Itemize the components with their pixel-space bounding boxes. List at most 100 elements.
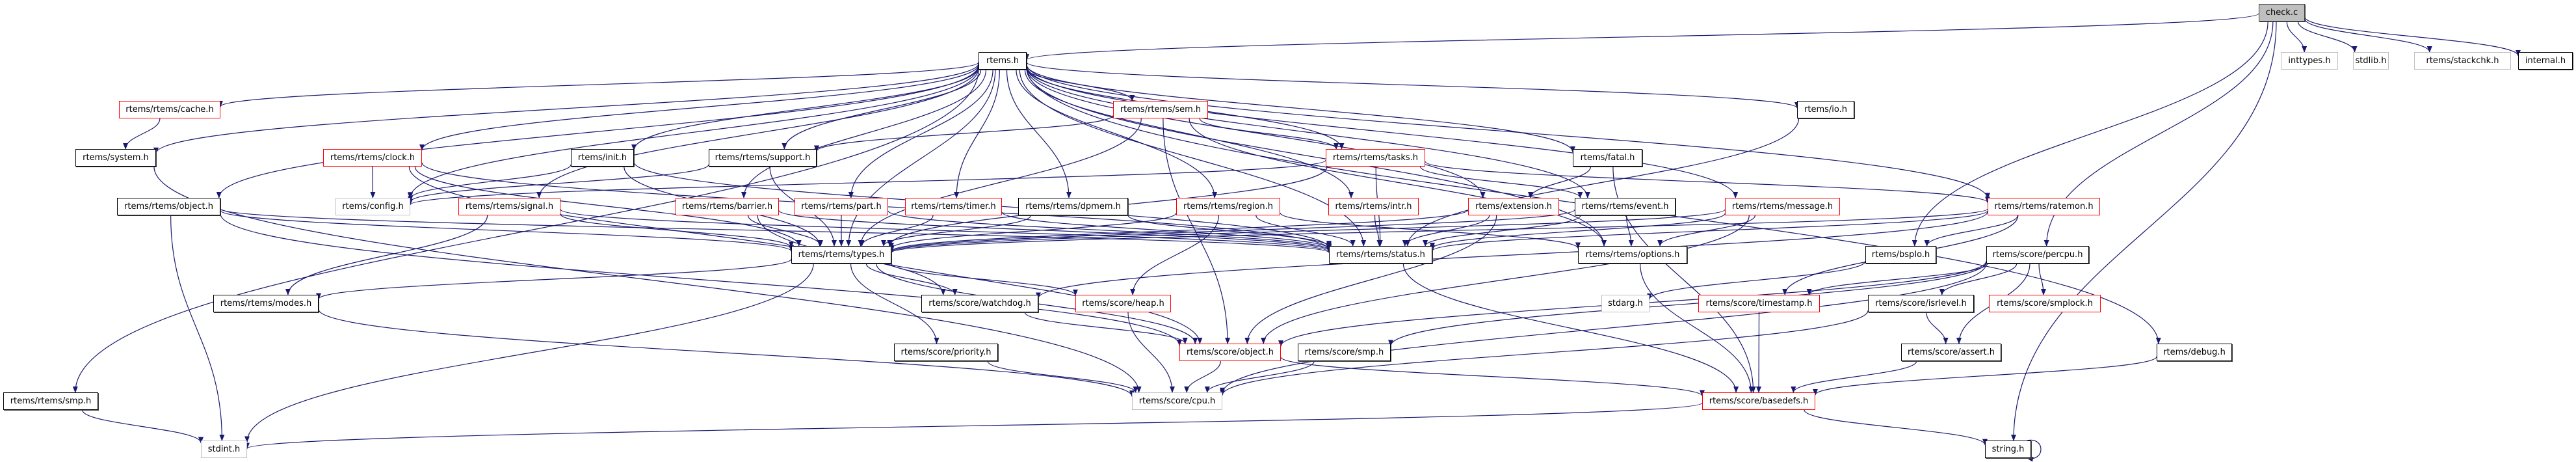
- edge-percpu-h-to-cpu-h: [1220, 263, 1987, 394]
- node-inttypes-h[interactable]: inttypes.h: [2281, 52, 2338, 70]
- node-label: rtems/rtems/part.h: [801, 202, 882, 211]
- node-check-c[interactable]: check.c: [2259, 4, 2305, 21]
- node-label: rtems/rtems/cache.h: [125, 105, 214, 115]
- node-assert-h[interactable]: rtems/score/assert.h: [1901, 344, 2001, 361]
- node-label: rtems/score/cpu.h: [1138, 396, 1216, 406]
- edge-signal-h-to-status-h: [560, 209, 1332, 253]
- edge-extension-h-to-types-h: [889, 209, 1469, 252]
- edge-io-h-to-status-h: [1404, 118, 1800, 247]
- node-label: rtems/score/percpu.h: [1992, 250, 2083, 260]
- node-debug-h[interactable]: rtems/debug.h: [2157, 344, 2232, 361]
- node-cache-h[interactable]: rtems/rtems/cache.h: [119, 101, 220, 118]
- edge-basedefs-h-to-string-h: [1804, 409, 1988, 446]
- node-label: rtems/score/object.h: [1187, 347, 1274, 357]
- node-status-h[interactable]: rtems/rtems/status.h: [1329, 246, 1432, 264]
- edge-timer-h-to-status-h: [1001, 211, 1332, 250]
- node-label: rtems/rtems/ratemon.h: [1994, 202, 2094, 211]
- node-stdarg-h[interactable]: stdarg.h: [1601, 295, 1649, 312]
- node-watchdog-h[interactable]: rtems/score/watchdog.h: [921, 295, 1038, 312]
- node-label: rtems/system.h: [83, 153, 149, 163]
- node-label: rtems/rtems/region.h: [1183, 202, 1273, 211]
- edge-init-h-to-config-h: [408, 164, 572, 200]
- node-part-h[interactable]: rtems/rtems/part.h: [795, 198, 888, 215]
- node-label: stdint.h: [207, 444, 241, 454]
- node-cpu-h[interactable]: rtems/score/cpu.h: [1132, 392, 1222, 410]
- node-barrier-h[interactable]: rtems/rtems/barrier.h: [676, 198, 779, 215]
- node-signal-h[interactable]: rtems/rtems/signal.h: [458, 198, 560, 215]
- edge-ratemon-h-to-bspio-h: [1924, 215, 2018, 247]
- edge-ratemon-h-to-status-h: [1430, 210, 1988, 252]
- node-region-h[interactable]: rtems/rtems/region.h: [1176, 198, 1280, 215]
- node-event-h[interactable]: rtems/rtems/event.h: [1575, 198, 1676, 215]
- node-label: rtems/rtems/event.h: [1581, 202, 1669, 211]
- node-support-h[interactable]: rtems/rtems/support.h: [709, 149, 817, 167]
- node-label: rtems/rtems/intr.h: [1335, 202, 1412, 211]
- node-smp-h[interactable]: rtems/rtems/smp.h: [3, 392, 98, 410]
- node-system-h[interactable]: rtems/system.h: [75, 149, 156, 167]
- node-rtems-h[interactable]: rtems.h: [979, 52, 1027, 70]
- edge-ratemon-h-to-types-h: [889, 208, 1988, 254]
- node-config-h[interactable]: rtems/config.h: [335, 198, 410, 215]
- node-stdint-h[interactable]: stdint.h: [201, 441, 247, 458]
- edge-signal-h-to-modes-h: [285, 215, 488, 295]
- node-init-h[interactable]: rtems/init.h: [571, 149, 634, 167]
- node-label: rtems/fatal.h: [1580, 153, 1635, 163]
- edge-extension-h-to-score-object-h: [1244, 215, 1497, 344]
- edge-tasks-h-to-config-h: [408, 159, 1326, 206]
- node-basedefs-h[interactable]: rtems/score/basedefs.h: [1702, 392, 1815, 410]
- node-string-h[interactable]: string.h: [1985, 441, 2031, 458]
- node-bspio-h[interactable]: rtems/bspIo.h: [1865, 246, 1936, 264]
- edge-barrier-h-to-status-h: [778, 210, 1332, 252]
- node-smplock-h[interactable]: rtems/score/smplock.h: [1989, 295, 2101, 312]
- node-ratemon-h[interactable]: rtems/rtems/ratemon.h: [1988, 198, 2100, 215]
- node-tasks-h[interactable]: rtems/rtems/tasks.h: [1326, 149, 1425, 167]
- node-score-object-h[interactable]: rtems/score/object.h: [1179, 344, 1281, 361]
- edge-check-c-to-internal-h: [2304, 16, 2521, 57]
- edge-rtems-h-to-status-h: [1019, 69, 1367, 247]
- node-extension-h[interactable]: rtems/extension.h: [1468, 198, 1559, 215]
- edge-cache-h-to-system-h: [123, 118, 161, 150]
- node-dpmem-h[interactable]: rtems/rtems/dpmem.h: [1018, 198, 1128, 215]
- edge-message-h-to-status-h: [1430, 213, 1726, 249]
- node-label: internal.h: [2525, 56, 2566, 66]
- node-stackchk-h[interactable]: rtems/stackchk.h: [2414, 52, 2511, 70]
- edge-isrlevel-h-to-assert-h: [1926, 312, 1949, 344]
- node-intr-h[interactable]: rtems/rtems/intr.h: [1328, 198, 1419, 215]
- node-label: rtems/init.h: [577, 153, 627, 163]
- edge-tasks-h-to-event-h: [1420, 166, 1583, 198]
- node-types-h[interactable]: rtems/rtems/types.h: [791, 246, 891, 264]
- node-label: rtems/rtems/modes.h: [220, 299, 312, 308]
- node-io-h[interactable]: rtems/io.h: [1797, 101, 1854, 118]
- edge-percpu-h-to-timestamp-h: [1806, 263, 1988, 295]
- node-internal-h[interactable]: internal.h: [2518, 52, 2573, 70]
- edge-rtems-h-to-clock-h: [419, 64, 979, 151]
- edge-region-h-to-heap-h: [1130, 215, 1219, 295]
- edge-rtems-h-to-barrier-h: [741, 69, 987, 198]
- edge-rtems-h-to-config-h: [408, 66, 979, 199]
- node-fatal-h[interactable]: rtems/fatal.h: [1573, 149, 1642, 167]
- node-clock-h[interactable]: rtems/rtems/clock.h: [323, 149, 422, 167]
- node-object-h[interactable]: rtems/rtems/object.h: [117, 198, 220, 215]
- node-score-smp-h[interactable]: rtems/score/smp.h: [1298, 344, 1391, 361]
- node-priority-h[interactable]: rtems/score/priority.h: [894, 344, 998, 361]
- edge-watchdog-h-to-score-object-h: [1024, 312, 1188, 344]
- edge-region-h-to-types-h: [889, 212, 1177, 249]
- edge-isrlevel-h-to-cpu-h: [1220, 310, 1869, 396]
- node-isrlevel-h[interactable]: rtems/score/isrlevel.h: [1868, 295, 1974, 312]
- node-timestamp-h[interactable]: rtems/score/timestamp.h: [1698, 295, 1820, 312]
- node-stdlib-h[interactable]: stdlib.h: [2353, 52, 2389, 70]
- edge-rtems-h-to-fatal-h: [1026, 64, 1575, 153]
- node-modes-h[interactable]: rtems/rtems/modes.h: [213, 295, 319, 312]
- node-timer-h[interactable]: rtems/rtems/timer.h: [905, 198, 1002, 215]
- node-label: rtems/score/watchdog.h: [928, 299, 1031, 308]
- node-sem-h[interactable]: rtems/rtems/sem.h: [1113, 101, 1208, 118]
- edge-object-h-to-types-h: [220, 210, 794, 252]
- node-label: rtems/score/basedefs.h: [1709, 396, 1809, 406]
- node-percpu-h[interactable]: rtems/score/percpu.h: [1986, 246, 2089, 264]
- node-heap-h[interactable]: rtems/score/heap.h: [1075, 295, 1171, 312]
- edge-tasks-h-to-ratemon-h: [1425, 161, 1990, 204]
- node-options-h[interactable]: rtems/rtems/options.h: [1578, 246, 1687, 264]
- node-message-h[interactable]: rtems/rtems/message.h: [1725, 198, 1840, 215]
- node-label: rtems.h: [986, 56, 1019, 66]
- edge-barrier-h-to-score-object-h: [757, 215, 1203, 344]
